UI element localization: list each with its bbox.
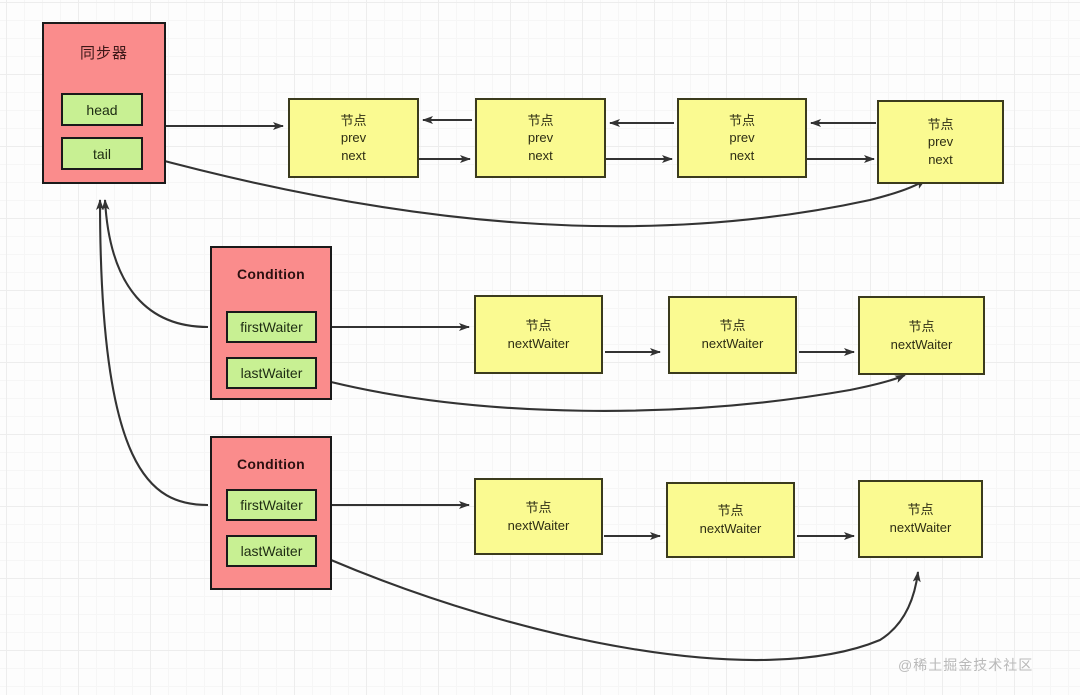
queue-node-1-line1: 节点 (340, 112, 367, 128)
condition-2-field-firstwaiter-label: firstWaiter (240, 497, 303, 513)
condition-1-waiter-node-2[interactable]: 节点 nextWaiter (668, 296, 797, 374)
edge-cond2-lastwaiter-to-waiter6 (330, 559, 921, 662)
queue-node-2-line3: next (528, 147, 553, 163)
condition-2-field-firstwaiter[interactable]: firstWaiter (226, 489, 317, 521)
queue-node-1[interactable]: 节点 prev next (288, 98, 419, 178)
queue-node-3-line2: prev (729, 130, 755, 146)
watermark: @稀土掘金技术社区 (898, 657, 1034, 673)
condition-1-field-firstwaiter[interactable]: firstWaiter (226, 311, 317, 343)
synchronizer-field-tail-label: tail (93, 145, 111, 162)
condition-2-waiter-node-1-line2: nextWaiter (507, 517, 570, 533)
condition-1-waiter-node-3-line1: 节点 (908, 318, 935, 334)
condition-1-waiter-node-1[interactable]: 节点 nextWaiter (474, 295, 603, 374)
condition-2-field-lastwaiter-label: lastWaiter (240, 543, 303, 559)
condition-2-waiter-node-2[interactable]: 节点 nextWaiter (666, 482, 795, 558)
edge-cond1-lastwaiter-to-waiter3 (330, 374, 906, 412)
edge-cond2-to-synchronizer (96, 199, 209, 507)
condition-1-waiter-node-1-line2: nextWaiter (507, 335, 570, 351)
condition-2-waiter-node-3-line1: 节点 (907, 502, 934, 518)
queue-node-3-line3: next (729, 147, 755, 163)
queue-node-1-line3: next (341, 147, 366, 163)
condition-2-field-lastwaiter[interactable]: lastWaiter (226, 535, 317, 567)
queue-node-3[interactable]: 节点 prev next (677, 98, 807, 178)
synchronizer-field-head[interactable]: head (61, 93, 143, 126)
condition-2-waiter-node-2-line1: 节点 (717, 503, 744, 519)
queue-node-4-line1: 节点 (927, 116, 954, 132)
condition-1-waiter-node-3-line2: nextWaiter (890, 336, 953, 352)
synchronizer-field-head-label: head (86, 101, 118, 118)
queue-node-4[interactable]: 节点 prev next (877, 100, 1004, 184)
condition-2-waiter-node-1-line1: 节点 (525, 499, 552, 515)
condition-1-field-lastwaiter-label: lastWaiter (240, 365, 303, 381)
queue-node-3-line1: 节点 (728, 112, 755, 128)
condition-1-waiter-node-1-line1: 节点 (525, 317, 552, 333)
queue-node-2[interactable]: 节点 prev next (475, 98, 606, 178)
edge-cond1-to-synchronizer (101, 199, 209, 329)
condition-2-waiter-node-3[interactable]: 节点 nextWaiter (858, 480, 983, 558)
condition-1-waiter-node-2-line1: 节点 (719, 318, 746, 334)
condition-1-field-lastwaiter[interactable]: lastWaiter (226, 357, 317, 389)
condition-2-title: Condition (236, 456, 305, 472)
queue-node-4-line3: next (928, 151, 953, 167)
synchronizer-title: 同步器 (79, 45, 128, 62)
condition-2-waiter-node-3-line2: nextWaiter (889, 520, 952, 535)
queue-node-2-line2: prev (527, 130, 554, 146)
queue-node-4-line2: prev (927, 134, 954, 150)
condition-1-waiter-node-2-line2: nextWaiter (701, 336, 764, 351)
condition-2-waiter-node-2-line2: nextWaiter (699, 521, 762, 536)
condition-2-waiter-node-1[interactable]: 节点 nextWaiter (474, 478, 603, 555)
queue-node-1-line2: prev (340, 130, 367, 146)
condition-1-title: Condition (236, 266, 305, 282)
condition-1-waiter-node-3[interactable]: 节点 nextWaiter (858, 296, 985, 375)
condition-1-field-firstwaiter-label: firstWaiter (240, 319, 303, 335)
synchronizer-field-tail[interactable]: tail (61, 137, 143, 170)
queue-node-2-line1: 节点 (527, 112, 554, 128)
